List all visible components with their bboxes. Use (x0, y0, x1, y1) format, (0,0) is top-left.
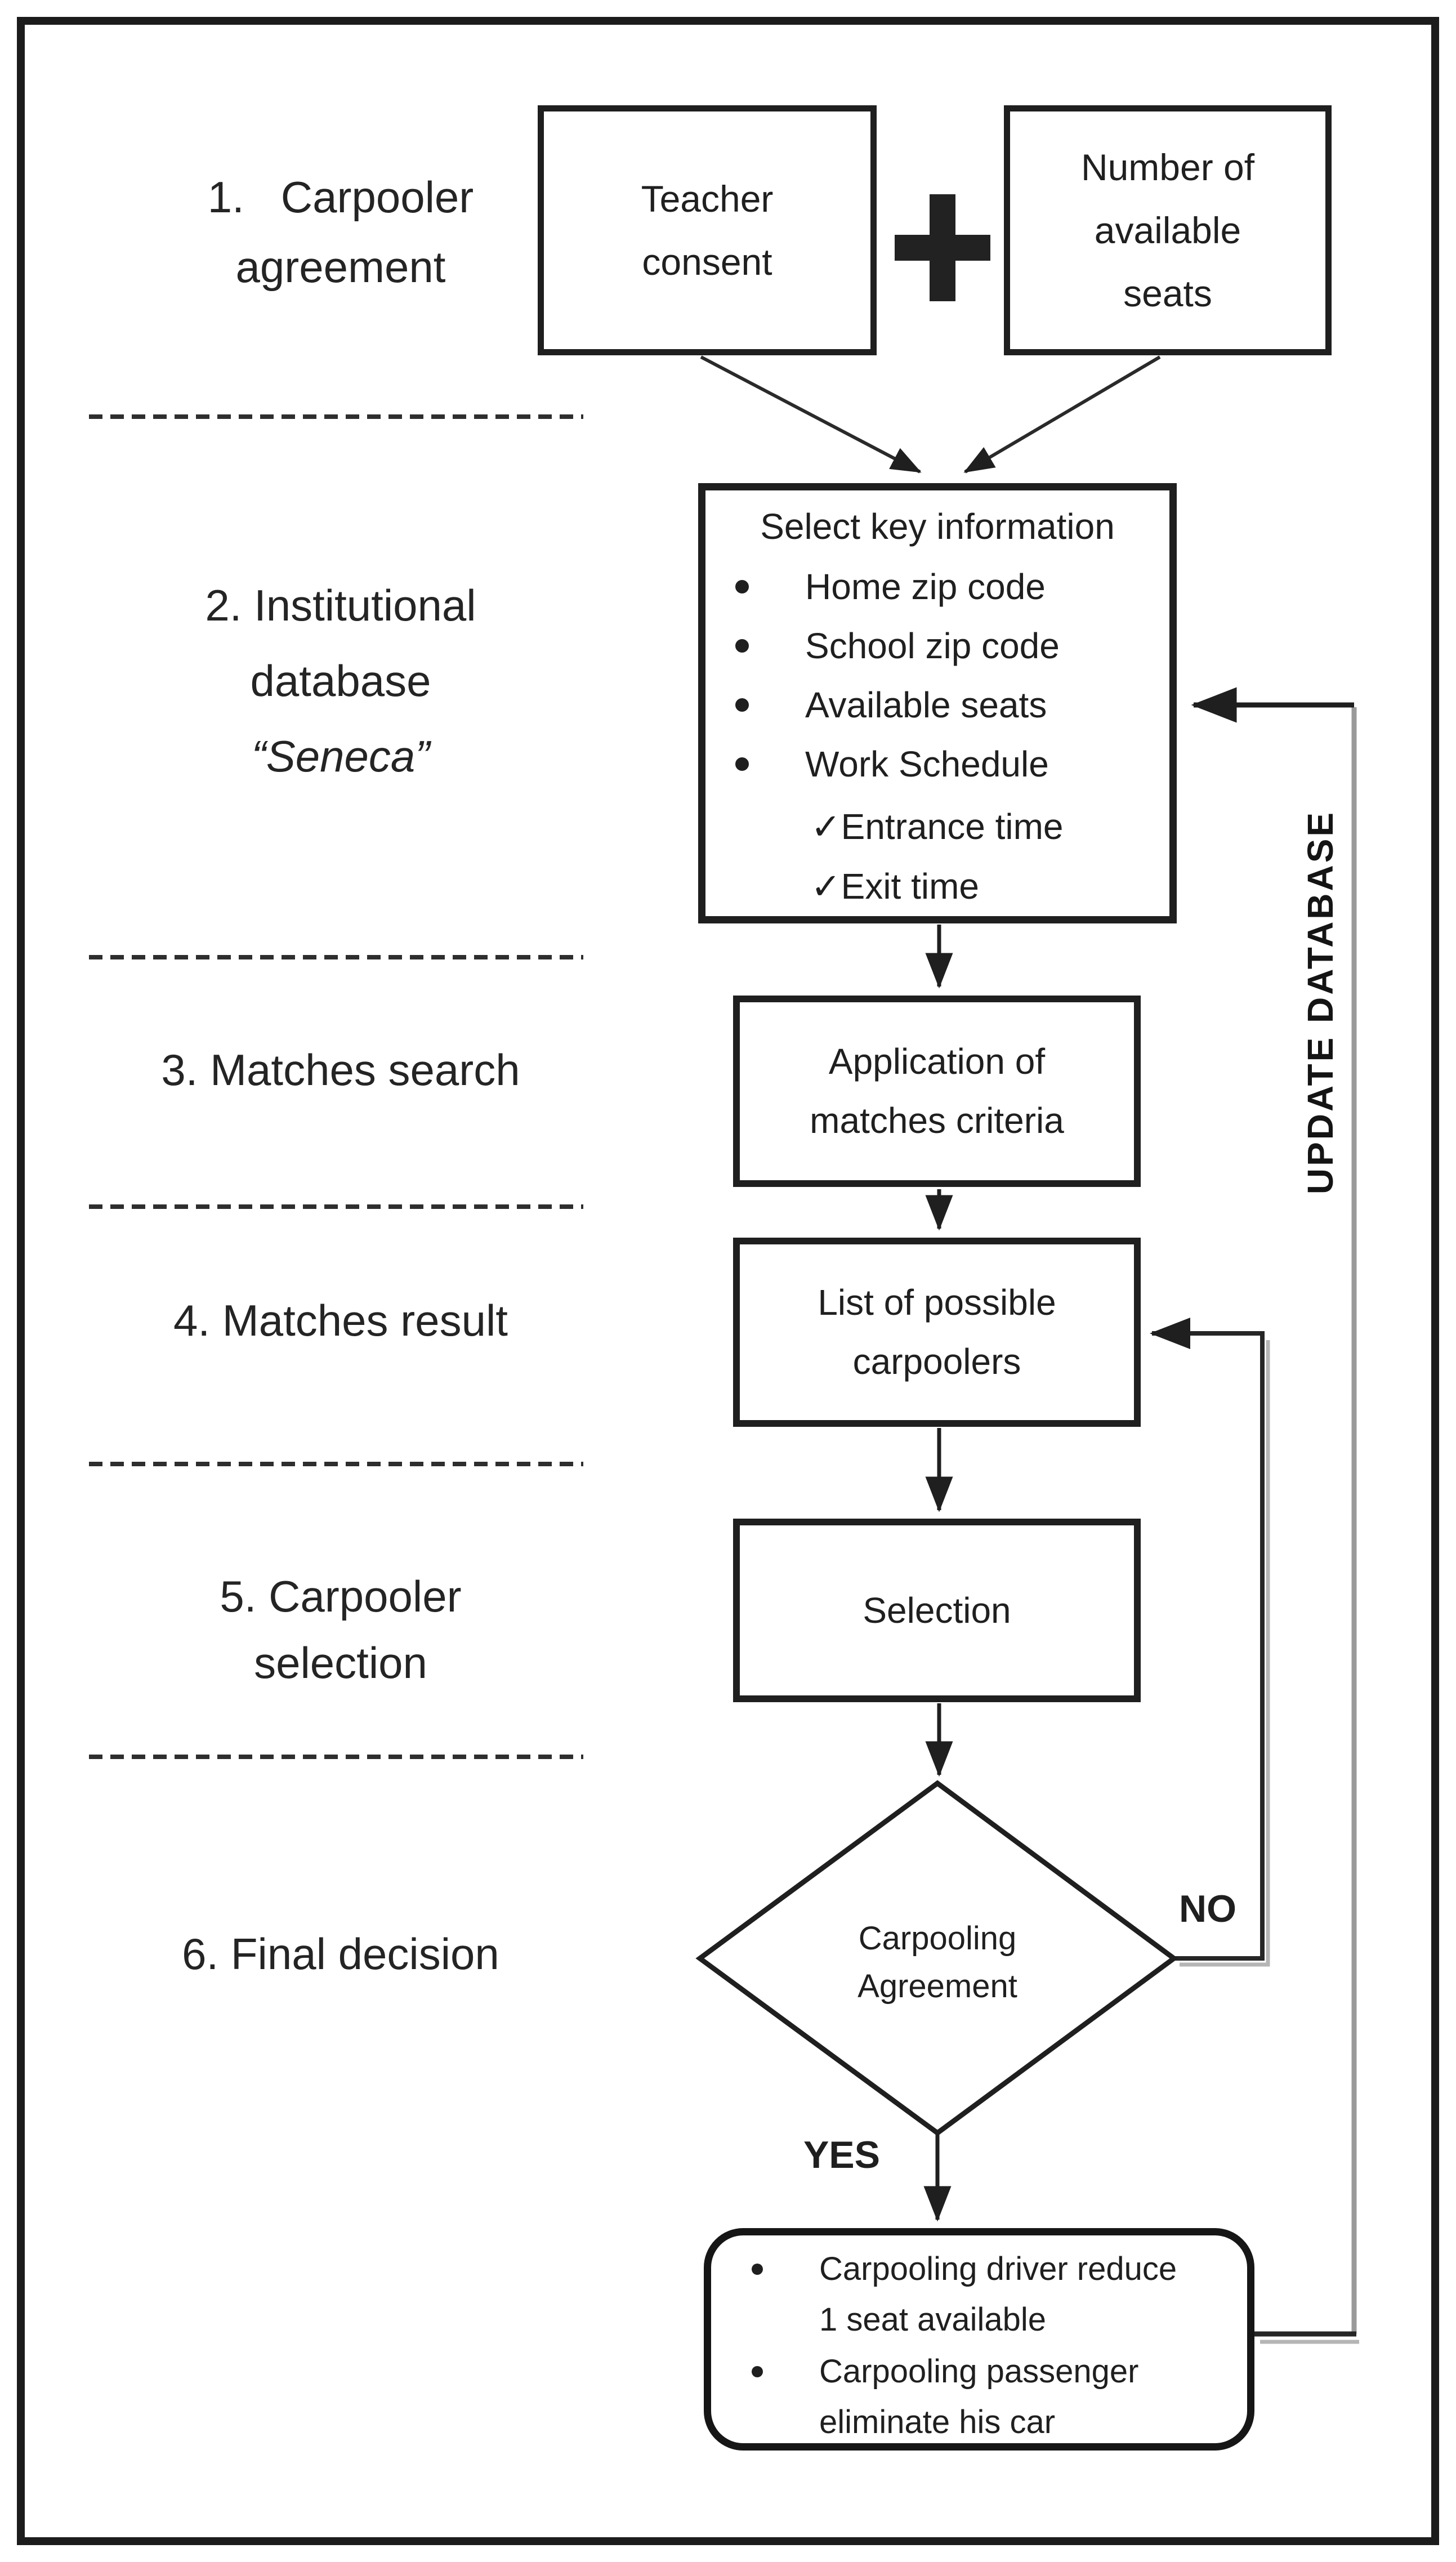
edge-seats-to-select (963, 355, 1161, 474)
separator-dashed-1 (89, 414, 583, 419)
bullet-dot (735, 580, 749, 593)
separator-dashed-4 (89, 1462, 583, 1466)
list-carpoolers-line: List of possible (818, 1282, 1056, 1323)
bullet-dot (735, 639, 749, 653)
separator-dashed-3 (89, 1204, 583, 1209)
available-seats-line: seats (1123, 273, 1212, 314)
result-line: eliminate his car (819, 2404, 1056, 2440)
section-label-3: 3. Matches search (84, 1035, 597, 1105)
list-carpoolers-box: List of possible carpoolers (733, 1238, 1141, 1427)
application-line: matches criteria (810, 1100, 1064, 1141)
section-label-line: 2. Institutional (205, 581, 476, 630)
check-icon: ✓ (811, 806, 841, 847)
section-label-line: agreement (235, 242, 446, 292)
select-key-information-box (698, 483, 1177, 923)
diagram-border (17, 17, 1439, 2545)
select-key-check-entrance: ✓Entrance time (811, 807, 1063, 846)
teacher-consent-box: Teacher consent (538, 105, 877, 355)
decision-label: Carpooling Agreement (814, 1914, 1061, 2010)
select-key-title: Select key information (760, 506, 1115, 547)
available-seats-box: Number of available seats (1004, 105, 1332, 355)
edge-teacher-to-select (700, 355, 922, 474)
agreement-result-box (704, 2228, 1254, 2451)
section-label-line: 1. Carpooler (207, 172, 474, 222)
select-key-check-exit: ✓Exit time (811, 867, 979, 906)
section-label-1: 1. Carpooler agreement (84, 162, 597, 302)
section-label-line: 5. Carpooler (220, 1572, 462, 1621)
section-label-line: 6. Final decision (182, 1929, 499, 1979)
bullet-dot (752, 2264, 763, 2275)
application-box: Application of matches criteria (733, 996, 1141, 1187)
available-seats-line: available (1094, 209, 1241, 251)
section-label-line: database (250, 656, 431, 706)
decision-line: Carpooling (858, 1920, 1017, 1957)
no-loop-shadow (1180, 1340, 1270, 1967)
bullet-dot (735, 698, 749, 712)
selection-box: Selection (733, 1519, 1141, 1702)
result-line: 1 seat available (819, 2301, 1047, 2338)
section-label-6: 6. Final decision (84, 1919, 597, 1989)
section-label-2: 2. Institutional database “Seneca” (84, 568, 597, 794)
check-label: Exit time (841, 866, 979, 907)
select-key-bullet: Home zip code (805, 566, 1046, 607)
update-database-label: UPDATE DATABASE (1300, 810, 1341, 1195)
section-label-line: 4. Matches result (173, 1296, 508, 1345)
edge-no-loop (1150, 1318, 1265, 1961)
select-key-bullet: Available seats (805, 685, 1047, 725)
teacher-consent-line: consent (642, 241, 772, 283)
check-icon: ✓ (811, 866, 841, 907)
section-label-line: 3. Matches search (161, 1045, 520, 1095)
available-seats-line: Number of (1080, 146, 1255, 188)
selection-line: Selection (863, 1590, 1011, 1631)
list-carpoolers-line: carpoolers (852, 1341, 1021, 1382)
bullet-dot (752, 2366, 763, 2377)
bullet-dot (735, 757, 749, 771)
yes-branch-label: YES (803, 2133, 881, 2176)
section-label-4: 4. Matches result (84, 1286, 597, 1355)
result-line: Carpooling passenger (819, 2353, 1139, 2390)
result-line: Carpooling driver reduce (819, 2251, 1177, 2287)
select-key-bullet: Work Schedule (805, 744, 1049, 784)
application-line: Application of (828, 1041, 1046, 1082)
separator-dashed-2 (89, 955, 583, 959)
section-label-line: selection (254, 1638, 427, 1688)
teacher-consent-line: Teacher (641, 178, 774, 220)
section-label-5: 5. Carpooler selection (84, 1563, 597, 1696)
decision-line: Agreement (857, 1968, 1017, 2005)
select-key-bullet: School zip code (805, 626, 1060, 666)
section-label-line-seneca: “Seneca” (251, 731, 430, 781)
separator-dashed-5 (89, 1755, 583, 1759)
no-branch-label: NO (1179, 1887, 1236, 1930)
check-label: Entrance time (841, 806, 1064, 847)
decision-diamond (695, 1780, 1178, 2136)
